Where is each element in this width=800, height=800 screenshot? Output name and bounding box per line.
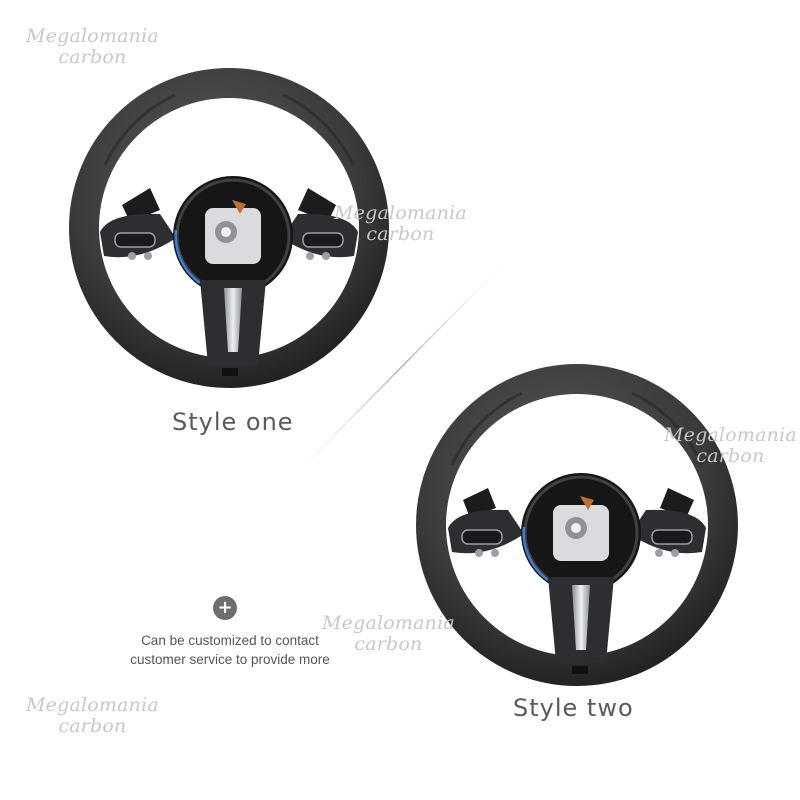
style-two-label: Style two — [513, 694, 634, 722]
watermark-middle: Megalomania carbon — [322, 612, 455, 655]
customization-note: Can be customized to contact customer se… — [110, 631, 350, 669]
note-line-1: Can be customized to contact — [141, 633, 319, 648]
note-line-2: customer service to provide more — [130, 652, 330, 667]
style-one-label: Style one — [172, 408, 294, 436]
watermark-top-left: Megalomania carbon — [26, 25, 159, 68]
watermark-center: Megalomania carbon — [334, 202, 467, 245]
watermark-bottom-left: Megalomania carbon — [26, 694, 159, 737]
watermark-right: Megalomania carbon — [664, 424, 797, 467]
plus-icon[interactable]: + — [213, 596, 237, 620]
